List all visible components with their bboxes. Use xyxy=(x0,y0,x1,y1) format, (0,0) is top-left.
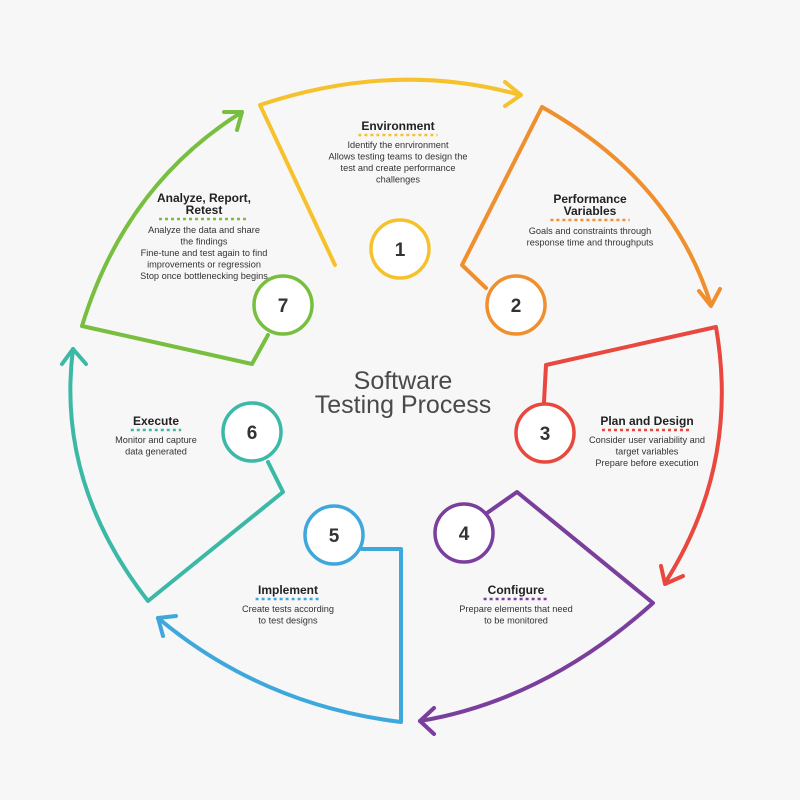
stage-6-arc xyxy=(68,347,285,603)
diagram-title-line-2: Testing Process xyxy=(315,391,491,419)
stage-5-arrowhead-icon xyxy=(156,614,178,638)
stage-1-badge xyxy=(369,218,431,280)
stage-5-description-line: to test designs xyxy=(258,616,318,626)
stage-4-description-line: Prepare elements that need xyxy=(459,604,572,614)
stage-3-arc xyxy=(542,325,724,585)
cycle-arcs xyxy=(60,77,724,736)
stage-2-description-line: response time and throughputs xyxy=(527,238,654,248)
stage-4-title: Configure xyxy=(488,583,545,597)
stage-1-description-line: test and create performance xyxy=(341,163,456,173)
stage-5-title: Implement xyxy=(258,583,318,597)
stage-3-arrowhead-icon xyxy=(659,564,685,586)
stage-5-description-line: Create tests according xyxy=(242,604,334,614)
stage-1-title: Environment xyxy=(361,119,434,133)
stage-1-number: 1 xyxy=(395,240,406,261)
diagram-title-line-1: Software xyxy=(354,367,453,395)
stage-3-description-line: Consider user variability and xyxy=(589,435,705,445)
stage-2-title: Variables xyxy=(564,204,617,218)
stage-5-number: 5 xyxy=(329,526,340,547)
stage-badges: 1 2 3 4 5 6 7 xyxy=(221,218,576,566)
stage-1-description-line: Allows testing teams to design the xyxy=(329,152,468,162)
stage-4-arc xyxy=(418,490,655,723)
stage-2-badge xyxy=(485,274,547,336)
stage-7-description-line: Stop once bottlenecking begins xyxy=(140,271,268,281)
stage-6-number: 6 xyxy=(247,423,258,444)
stage-3-number: 3 xyxy=(540,424,551,445)
stage-7-badge xyxy=(252,274,314,336)
stage-4-number: 4 xyxy=(459,524,470,545)
stage-1-arc xyxy=(258,77,522,267)
stage-3-description-line: Prepare before execution xyxy=(595,458,698,468)
stage-7-title: Analyze, Report, xyxy=(157,191,251,205)
stage-3-title: Plan and Design xyxy=(600,414,693,428)
stage-6-badge xyxy=(221,401,283,463)
stage-1-description-line: challenges xyxy=(376,175,420,185)
stage-1-arrowhead-icon xyxy=(503,80,523,108)
stage-2-arc xyxy=(460,105,713,307)
stage-2-description-line: Goals and constraints through xyxy=(529,226,652,236)
stage-7-number: 7 xyxy=(278,296,289,317)
stage-4-description-line: to be monitored xyxy=(484,616,548,626)
stage-7-arc xyxy=(80,110,270,366)
stage-3-description-line: target variables xyxy=(616,447,679,457)
stage-4-arrowhead-icon xyxy=(418,706,436,736)
stage-7-title: Retest xyxy=(186,203,223,217)
stage-6-description-line: data generated xyxy=(125,447,187,457)
stage-5-badge xyxy=(303,504,365,566)
stage-7-description-line: the findings xyxy=(181,237,228,247)
stage-2-title: Performance xyxy=(553,192,627,206)
stage-7-description-line: Analyze the data and share xyxy=(148,225,260,235)
stage-1-description-line: Identify the enrvironment xyxy=(347,140,449,150)
stage-6-arrowhead-icon xyxy=(60,347,88,366)
stage-6-description-line: Monitor and capture xyxy=(115,435,197,445)
stage-7-description-line: Fine-tune and test again to find xyxy=(141,248,268,258)
stage-2-arrowhead-icon xyxy=(697,287,722,308)
stage-6-title: Execute xyxy=(133,414,179,428)
stage-3-badge xyxy=(514,402,576,464)
stage-7-description-line: improvements or regression xyxy=(147,260,261,270)
stage-7-arrowhead-icon xyxy=(222,110,244,132)
stage-2-number: 2 xyxy=(511,296,522,317)
stage-4-badge xyxy=(433,502,495,564)
stage-5-arc xyxy=(156,547,403,724)
